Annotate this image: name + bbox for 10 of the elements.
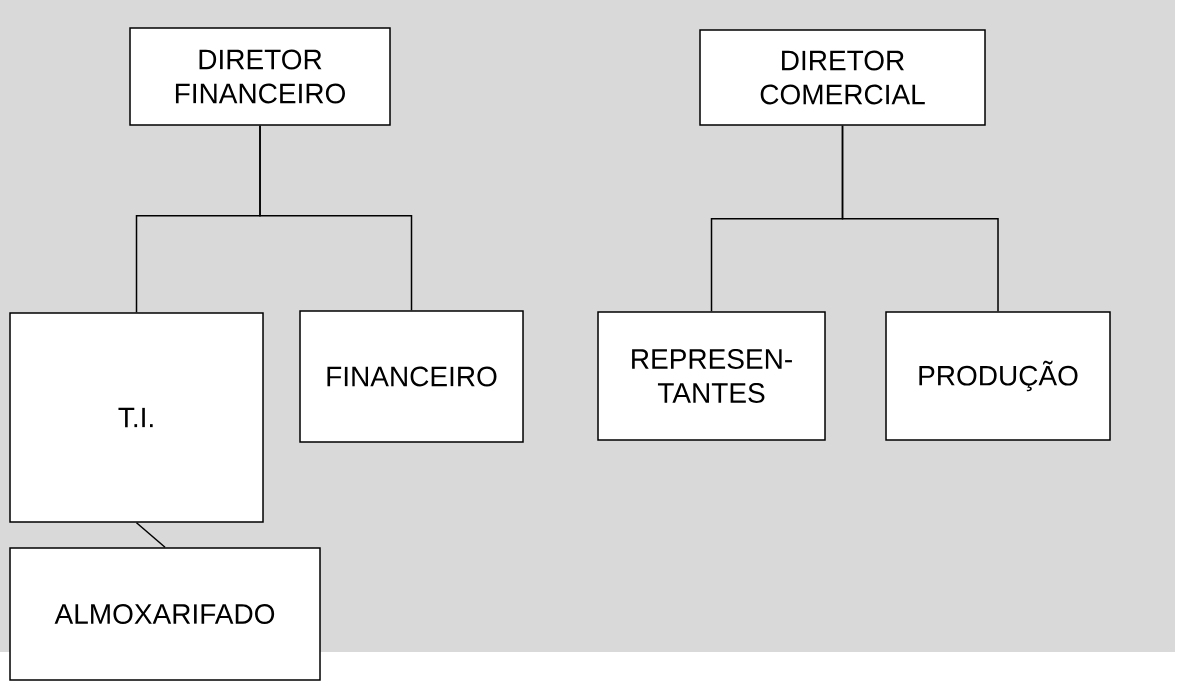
org-box: ALMOXARIFADO	[9, 547, 321, 681]
org-box: PRODUÇÃO	[885, 311, 1111, 441]
org-box: DIRETOR COMERCIAL	[699, 29, 986, 126]
org-box: DIRETOR FINANCEIRO	[129, 27, 391, 126]
org-box: REPRESEN- TANTES	[597, 311, 826, 441]
org-box: T.I.	[9, 312, 264, 523]
connector-line	[135, 522, 166, 548]
org-box: FINANCEIRO	[299, 310, 524, 443]
connector-line	[259, 125, 413, 311]
connector-line	[841, 125, 999, 312]
